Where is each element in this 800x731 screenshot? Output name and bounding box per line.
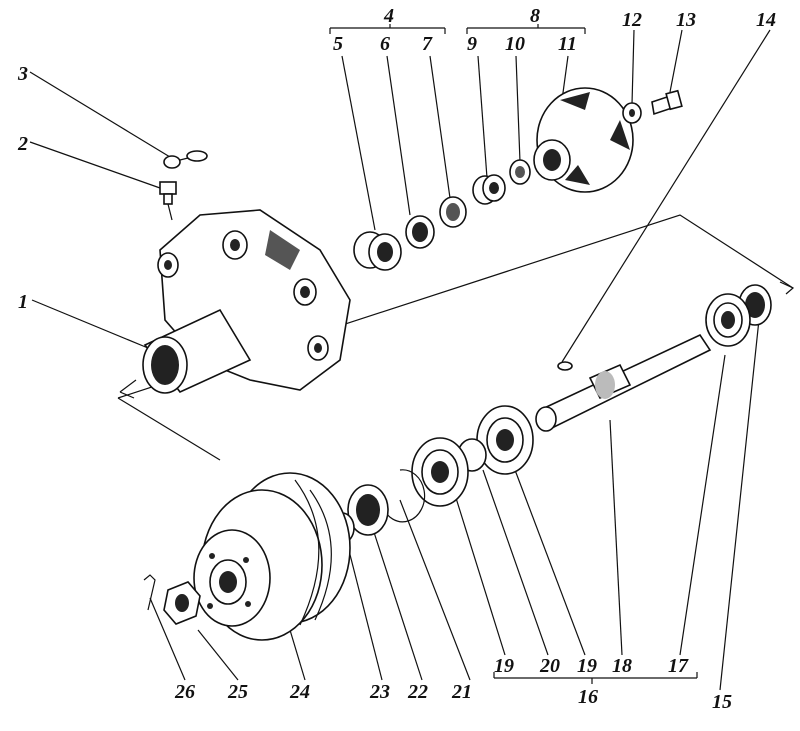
label-6: 6 xyxy=(380,33,390,55)
label-11: 11 xyxy=(558,33,577,55)
label-25: 25 xyxy=(227,681,248,703)
bearing-17 xyxy=(705,293,751,347)
label-9: 9 xyxy=(467,33,477,55)
label-8: 8 xyxy=(530,5,540,27)
seal-ring-7 xyxy=(439,196,467,228)
label-16: 16 xyxy=(578,686,598,708)
label-7: 7 xyxy=(422,33,433,55)
label-26: 26 xyxy=(174,681,195,703)
label-20: 20 xyxy=(539,655,560,677)
bearing-19-right xyxy=(476,405,534,475)
group-bracket-4 xyxy=(329,24,446,34)
label-19a: 19 xyxy=(494,655,514,677)
label-3: 3 xyxy=(17,63,28,85)
pump-housing xyxy=(142,209,351,394)
shaft-18 xyxy=(535,333,712,432)
washer-10 xyxy=(509,159,531,185)
pulley-24 xyxy=(193,472,351,641)
impeller-11 xyxy=(533,87,634,193)
label-2: 2 xyxy=(17,133,28,155)
label-24: 24 xyxy=(289,681,310,703)
label-13: 13 xyxy=(676,9,696,31)
bushing-9 xyxy=(472,174,506,205)
grease-nipple xyxy=(159,181,177,221)
castle-nut-25 xyxy=(163,581,201,625)
label-4: 4 xyxy=(383,5,394,27)
seal-ring-6 xyxy=(405,215,435,249)
cotter-pin-26 xyxy=(143,574,156,611)
snap-ring-21 xyxy=(381,469,426,523)
bearing-19-left xyxy=(411,437,469,507)
label-22: 22 xyxy=(407,681,428,703)
label-12: 12 xyxy=(622,9,642,31)
label-15: 15 xyxy=(712,691,732,713)
bolt-13 xyxy=(651,89,683,116)
label-21: 21 xyxy=(451,681,472,703)
group-bracket-16 xyxy=(493,672,698,684)
bushing-5 xyxy=(353,231,402,271)
label-5: 5 xyxy=(333,33,343,55)
label-1: 1 xyxy=(18,291,28,313)
washer-12 xyxy=(622,102,642,124)
label-17: 17 xyxy=(668,655,689,677)
label-10: 10 xyxy=(505,33,525,55)
label-19b: 19 xyxy=(577,655,597,677)
key-14 xyxy=(557,361,573,371)
label-18: 18 xyxy=(612,655,632,677)
leader-lines xyxy=(29,29,771,691)
seal-22 xyxy=(347,484,389,536)
label-23: 23 xyxy=(369,681,390,703)
group-bracket-8 xyxy=(466,24,586,34)
nipple-cap xyxy=(163,150,208,169)
label-14: 14 xyxy=(756,9,776,31)
